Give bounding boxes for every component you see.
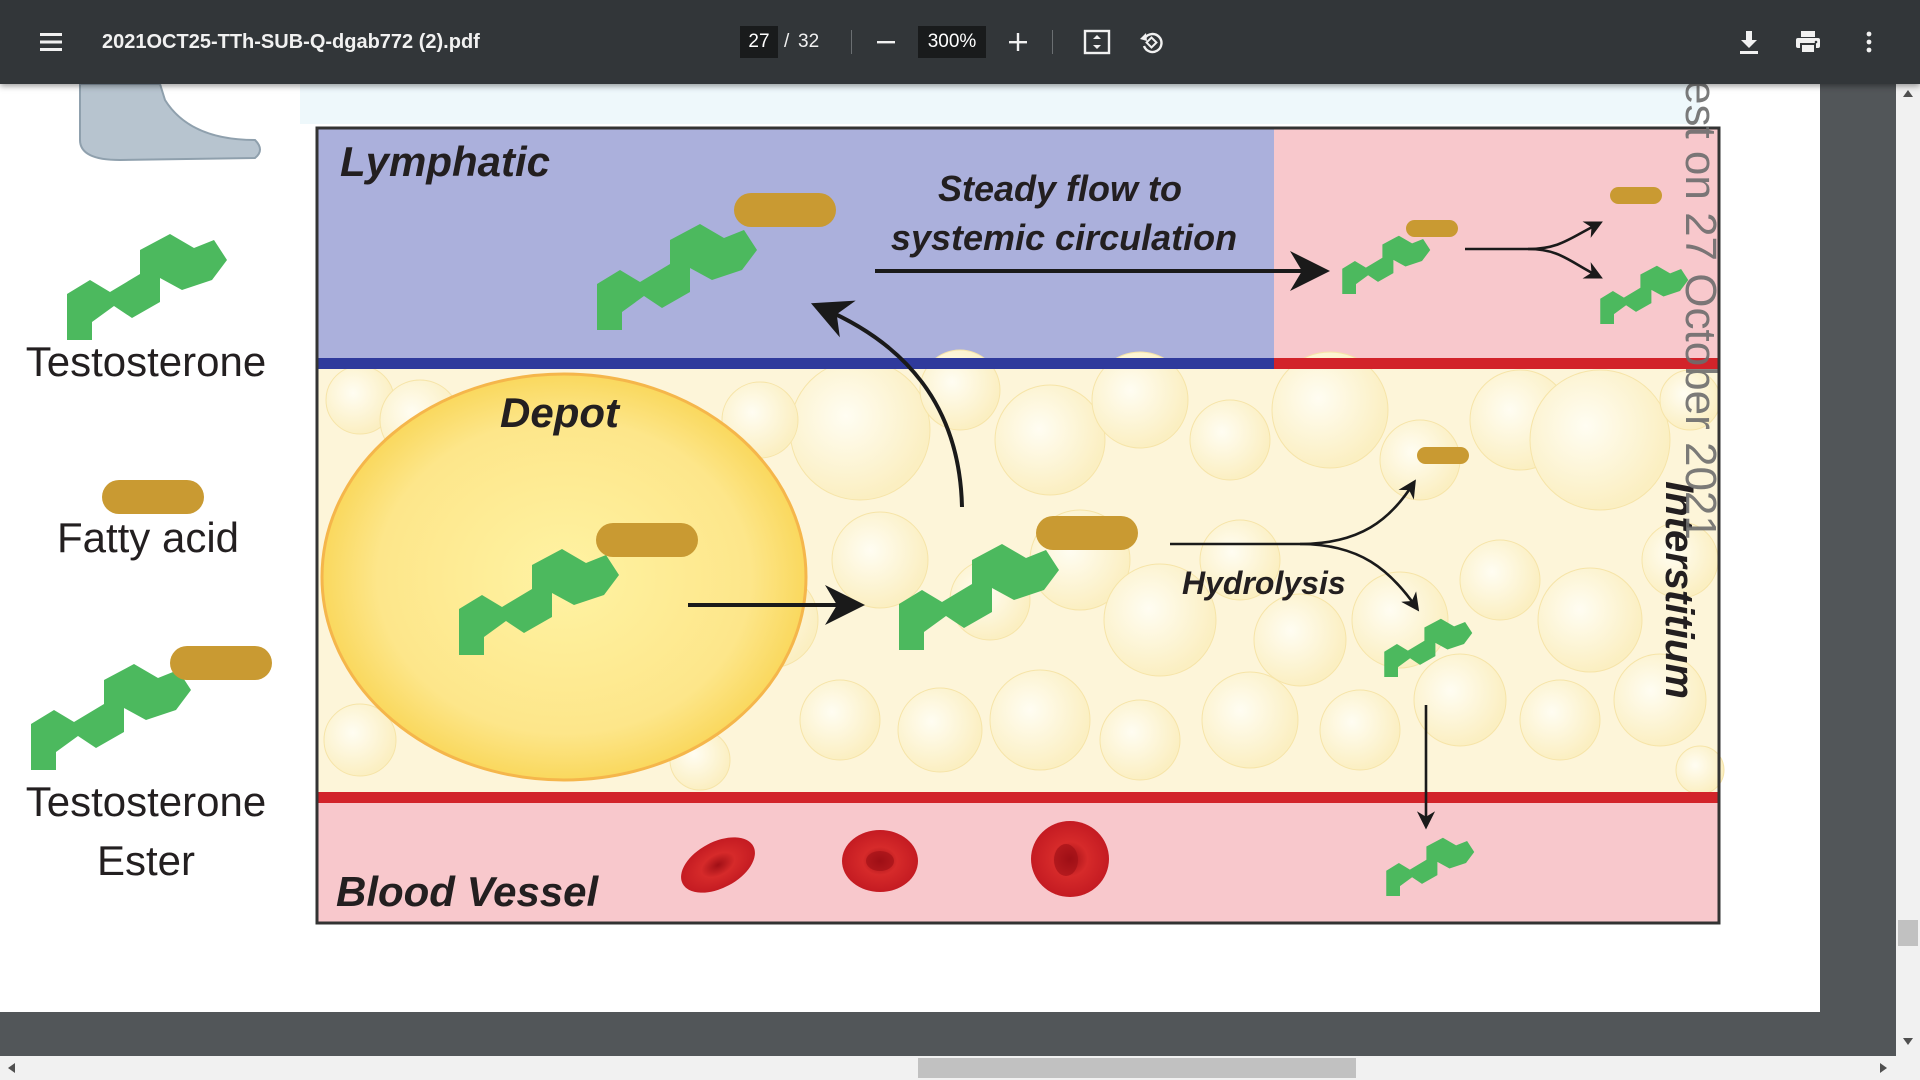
hydrolysis-label: Hydrolysis (1182, 565, 1346, 601)
flow-label-line2: systemic circulation (891, 217, 1237, 258)
legend-fatty-acid-shape (102, 480, 204, 514)
minus-icon[interactable] (872, 28, 900, 56)
red-blood-cells (681, 821, 1109, 897)
pdf-page: Testosterone Fatty acid Testosterone Est… (0, 84, 1820, 1012)
foot-illustration (79, 84, 261, 162)
blood-vessel-label: Blood Vessel (336, 868, 600, 915)
legend-testosterone-molecule (67, 234, 227, 340)
rotate-icon[interactable] (1136, 27, 1166, 57)
interstitium-ester-molecule (899, 516, 1138, 650)
scroll-down-arrow-icon[interactable] (1903, 1038, 1913, 1045)
download-watermark: est on 27 October 2021 (1676, 84, 1725, 540)
lymphatic-uptake-arrow (810, 300, 964, 508)
systemic-boundary-line (1274, 358, 1718, 369)
page-total: 32 (798, 31, 820, 52)
interstitium-label: Interstitium (1657, 481, 1701, 699)
legend-testosterone-label: Testosterone (26, 338, 266, 385)
legend-ester-molecule (31, 646, 272, 770)
toolbar-divider (851, 30, 852, 54)
zoom-input[interactable]: 300% (918, 26, 986, 58)
legend-fatty-acid-label: Fatty acid (57, 514, 239, 561)
systemic-fatty-acid (1610, 187, 1662, 204)
page-separator: / (784, 31, 790, 52)
hydrolysis-fatty-acid (1417, 447, 1469, 464)
flow-arrows (688, 221, 1603, 830)
lymphatic-region (318, 129, 1274, 364)
hamburger-menu-icon[interactable] (36, 28, 66, 56)
scroll-up-arrow-icon[interactable] (1903, 90, 1913, 97)
interstitium-cells (323, 349, 1725, 795)
lymphatic-boundary-line (318, 358, 1274, 369)
print-icon[interactable] (1792, 27, 1824, 57)
lymphatic-label: Lymphatic (340, 138, 550, 185)
depot-ester-molecule (459, 523, 698, 655)
diagram-frame (315, 126, 1721, 925)
scroll-left-arrow-icon[interactable] (8, 1063, 15, 1073)
top-band (300, 84, 1700, 124)
download-icon[interactable] (1734, 27, 1764, 57)
scroll-right-arrow-icon[interactable] (1880, 1063, 1887, 1073)
diagram-figure: Testosterone Fatty acid Testosterone Est… (26, 84, 1725, 925)
lymphatic-ester-molecule (597, 193, 836, 330)
pdf-toolbar: 2021OCT25-TTh-SUB-Q-dgab772 (2).pdf 27 /… (0, 0, 1920, 84)
flow-label-line1: Steady flow to (938, 168, 1182, 209)
vertical-scrollbar-thumb[interactable] (1898, 920, 1918, 946)
systemic-ester-molecule (1342, 220, 1458, 294)
systemic-split-arrow-down (1527, 247, 1603, 279)
systemic-region (1274, 129, 1718, 364)
horizontal-scrollbar-thumb[interactable] (918, 1058, 1356, 1078)
plus-icon[interactable] (1004, 28, 1032, 56)
fit-page-icon[interactable] (1082, 28, 1112, 56)
toolbar-divider (1052, 30, 1053, 54)
depot-label: Depot (500, 389, 621, 436)
legend-ester-label-line2: Ester (97, 837, 195, 884)
hydrolysis-arrow-down (1299, 542, 1420, 612)
vertical-scrollbar[interactable] (1896, 84, 1920, 1056)
more-vert-icon[interactable] (1854, 27, 1884, 57)
blood-boundary-line (318, 792, 1718, 803)
legend-ester-label-line1: Testosterone (26, 778, 266, 825)
blood-vessel-region (318, 794, 1718, 922)
page-number-input[interactable]: 27 (740, 26, 778, 58)
file-title: 2021OCT25-TTh-SUB-Q-dgab772 (2).pdf (102, 31, 480, 53)
